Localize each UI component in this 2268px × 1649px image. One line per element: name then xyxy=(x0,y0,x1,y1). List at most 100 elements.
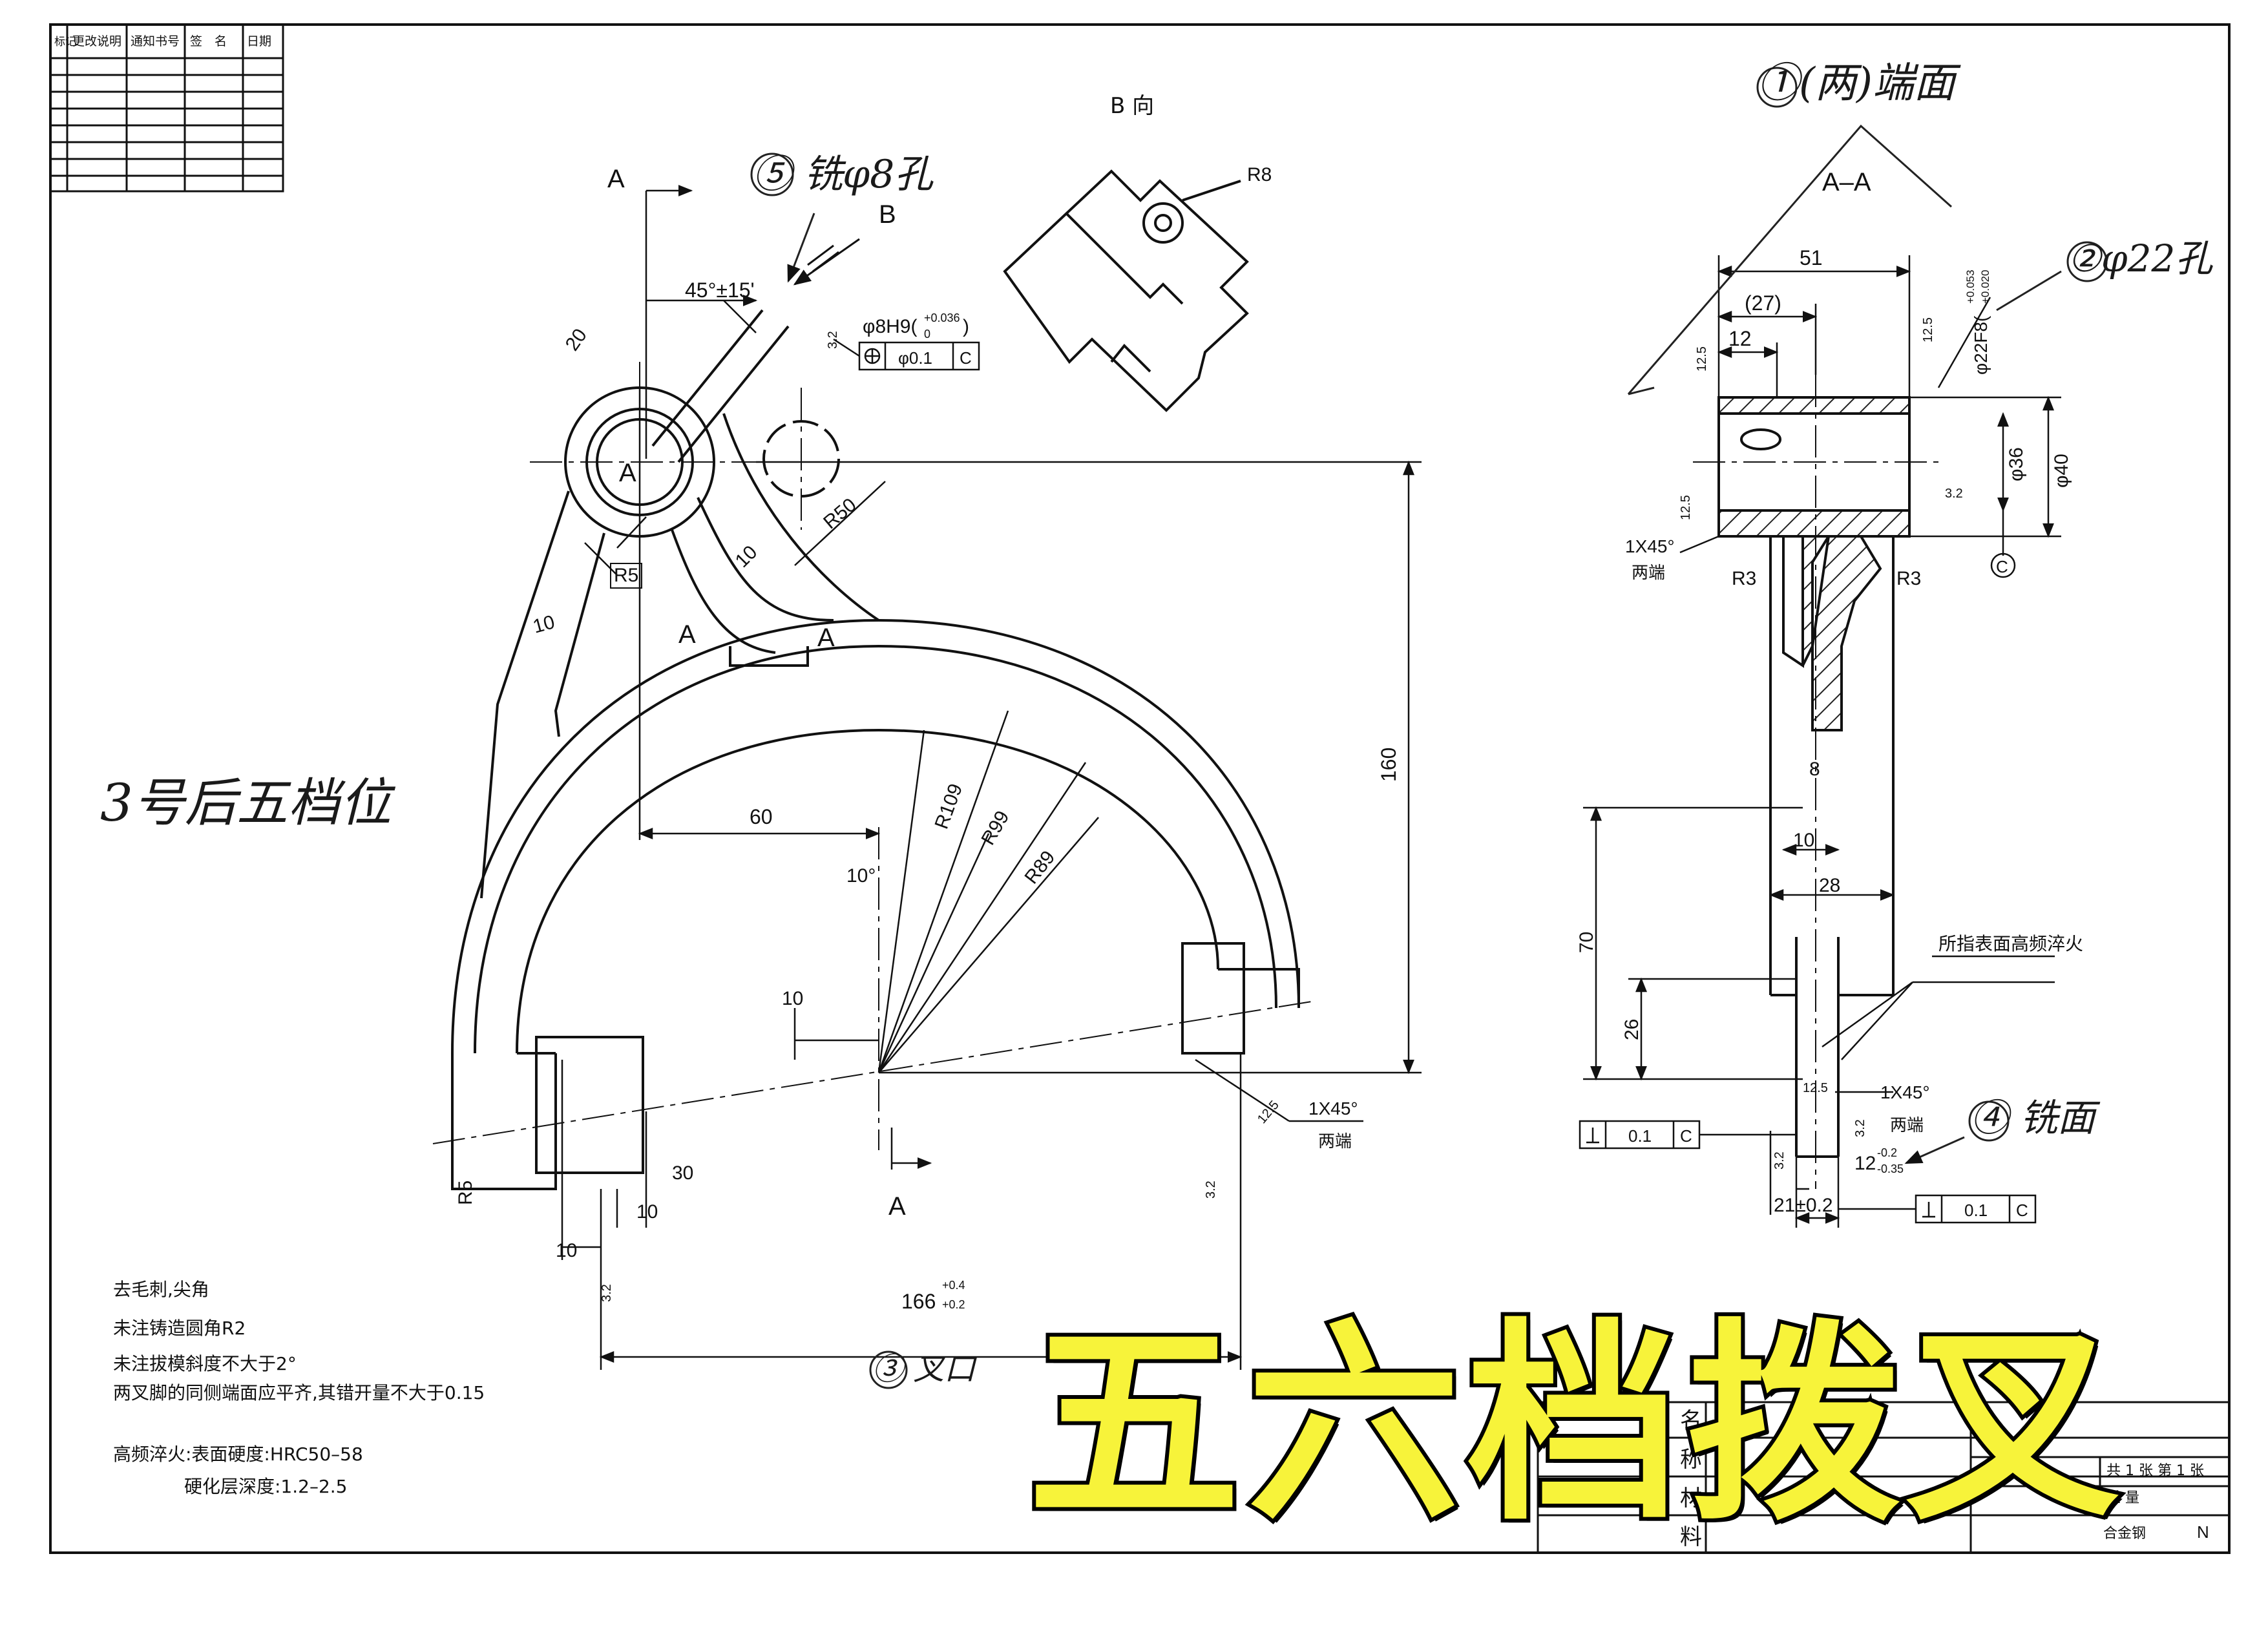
dim-166: 166 xyxy=(901,1290,936,1313)
dim-21: 21±0.2 xyxy=(1774,1195,1833,1216)
handwritten-item2: ②φ22孔 xyxy=(2068,236,2213,280)
dim-10-right: 10 xyxy=(1793,830,1814,851)
title-name-char-2: 称 xyxy=(1680,1447,1702,1473)
roughness-3-2-leg-left: 3.2 xyxy=(600,1284,614,1302)
dim-chamfer-foot: 1X45° xyxy=(1880,1082,1930,1102)
position-tolerance-frame xyxy=(833,338,980,371)
rev-header-mark: 标记 xyxy=(54,36,76,48)
dim-20: 20 xyxy=(562,325,591,355)
dim-angle-45: 45°±15' xyxy=(685,278,755,302)
dim-bore-down: +0.020 xyxy=(1979,270,1991,304)
section-mark-a-arc1: A xyxy=(678,620,696,649)
handwritten-side-note: 3号后五档位 xyxy=(100,773,396,833)
rev-header-sign: 签 名 xyxy=(190,34,227,48)
handwritten-item3: ③ 叉口 xyxy=(872,1351,977,1387)
title-name-char-1: 名 xyxy=(1680,1408,1702,1434)
dim-chamfer-foot-note: 两端 xyxy=(1890,1116,1924,1135)
roughness-3-2-foot: 3.2 xyxy=(1853,1119,1867,1137)
view-b-letter: B xyxy=(879,200,896,229)
perpendicularity-frame-right xyxy=(1838,1194,2037,1224)
r5-hub-box xyxy=(610,563,642,589)
title-scale-label: 比 例 xyxy=(1977,1464,2010,1480)
roughness-12-5-foot: 12.5 xyxy=(1803,1081,1828,1095)
dim-r89: R89 xyxy=(1021,847,1060,888)
rev-header-date: 日期 xyxy=(247,34,271,48)
perpendicularity-frame-left xyxy=(1579,1120,1796,1150)
dim-bore-main: φ22F8( xyxy=(1971,315,1991,375)
note-line-1: 去毛刺,尖角 xyxy=(113,1279,209,1300)
dimension-lines-right xyxy=(1583,255,2061,1228)
fork-main-view xyxy=(451,309,1300,1190)
section-aa-centerline xyxy=(1693,375,1938,1189)
dim-160: 160 xyxy=(1377,748,1400,782)
handwritten-leaders xyxy=(750,67,2108,1389)
dim-hole-tolerance-main: φ8H9( xyxy=(863,316,917,337)
rev-header-change: 更改说明 xyxy=(72,34,121,48)
technical-notes: 去毛刺,尖角 未注铸造圆角R2 未注拔模斜度不大于2° 两叉脚的同侧端面应平齐,… xyxy=(113,1279,485,1497)
hardening-callout: 所指表面高频淬火 xyxy=(1938,933,2083,954)
dim-chamfer-leg-note: 两端 xyxy=(1318,1132,1352,1151)
section-mark-a-hub: A xyxy=(619,459,636,487)
handwritten-item4: ④ 铣面 xyxy=(1971,1096,2101,1140)
datum-c-letter: C xyxy=(1996,557,2008,576)
section-mark-a-bottom: A xyxy=(888,1192,906,1221)
section-aa-label: A–A xyxy=(1822,168,1871,196)
dimension-lines-left xyxy=(561,185,1422,1370)
title-banner-text: 五六档拨叉 xyxy=(1024,1297,2126,1553)
dim-26: 26 xyxy=(1621,1019,1643,1040)
dim-30: 30 xyxy=(672,1162,693,1184)
section-mark-a-arc2: A xyxy=(817,624,835,652)
perp-right-value: 0.1 xyxy=(1964,1201,1988,1220)
revision-table xyxy=(49,23,284,193)
note-line-6: 硬化层深度:1.2–2.5 xyxy=(184,1476,348,1497)
perp-left-datum: C xyxy=(1680,1126,1692,1146)
dim-r50: R50 xyxy=(819,494,860,534)
perp-right-datum: C xyxy=(2016,1201,2028,1220)
roughness-12-5-top: 12.5 xyxy=(1921,317,1935,342)
roughness-3-2-bore: 3.2 xyxy=(1945,487,1963,501)
section-aa-view xyxy=(1717,396,1911,1158)
note-line-4: 两叉脚的同侧端面应平齐,其错开量不大于0.15 xyxy=(113,1382,485,1403)
dim-166-up: +0.4 xyxy=(942,1279,965,1292)
dim-10-deg: 10° xyxy=(846,865,876,887)
dim-r5-hub: R5 xyxy=(614,565,638,586)
drawing-border xyxy=(49,23,2231,1554)
dim-10-leg-a: 10 xyxy=(636,1201,658,1223)
view-b-arrow xyxy=(793,238,860,286)
title-name-char-4: 料 xyxy=(1680,1524,1702,1550)
title-material-code: N xyxy=(2197,1522,2209,1542)
dim-51: 51 xyxy=(1800,246,1823,269)
dim-r5-leg: R5 xyxy=(455,1181,476,1205)
dim-r3-left: R3 xyxy=(1732,568,1756,589)
handwritten-item5: ⑤ 铣φ8孔 xyxy=(753,152,934,197)
position-tolerance-datum: C xyxy=(960,348,972,368)
datum-c-circle xyxy=(1990,552,2016,578)
dim-chamfer-hub-note: 两端 xyxy=(1632,563,1665,583)
dim-70: 70 xyxy=(1576,932,1597,953)
title-sheet-info: 共 1 张 第 1 张 xyxy=(2106,1463,2204,1479)
dim-chamfer-hub: 1X45° xyxy=(1625,536,1675,556)
dim-8: 8 xyxy=(1809,759,1820,780)
title-company: 合金钢 xyxy=(2103,1526,2146,1542)
dim-r99: R99 xyxy=(977,807,1013,848)
roughness-3-2-foot-left: 3.2 xyxy=(1772,1151,1787,1170)
roughness-12-5-hub: 12.5 xyxy=(1695,346,1709,372)
note-line-2: 未注铸造圆角R2 xyxy=(113,1318,246,1339)
rev-header-notice: 通知书号 xyxy=(131,34,180,48)
dim-28: 28 xyxy=(1819,875,1840,896)
dim-hole-tolerance-down: 0 xyxy=(924,328,930,341)
dim-10-leg-b: 10 xyxy=(556,1240,577,1261)
dim-chamfer-leg: 1X45° xyxy=(1308,1098,1358,1119)
dim-bore-up: +0.053 xyxy=(1964,270,1977,304)
dim-166-down: +0.2 xyxy=(942,1298,965,1311)
note-line-5: 高频淬火:表面硬度:HRC50–58 xyxy=(113,1444,363,1465)
section-mark-a-top: A xyxy=(607,165,625,193)
note-line-3: 未注拔模斜度不大于2° xyxy=(113,1353,297,1374)
dim-10-arm-left: 10 xyxy=(530,611,557,638)
position-tolerance-value: φ0.1 xyxy=(898,348,932,368)
dim-hole-tolerance-close: ) xyxy=(963,316,969,337)
dim-phi36: φ36 xyxy=(2006,447,2027,481)
dim-10-leg-gap: 10 xyxy=(782,988,803,1009)
title-banner: 五六档拨叉 xyxy=(1024,1283,2126,1567)
